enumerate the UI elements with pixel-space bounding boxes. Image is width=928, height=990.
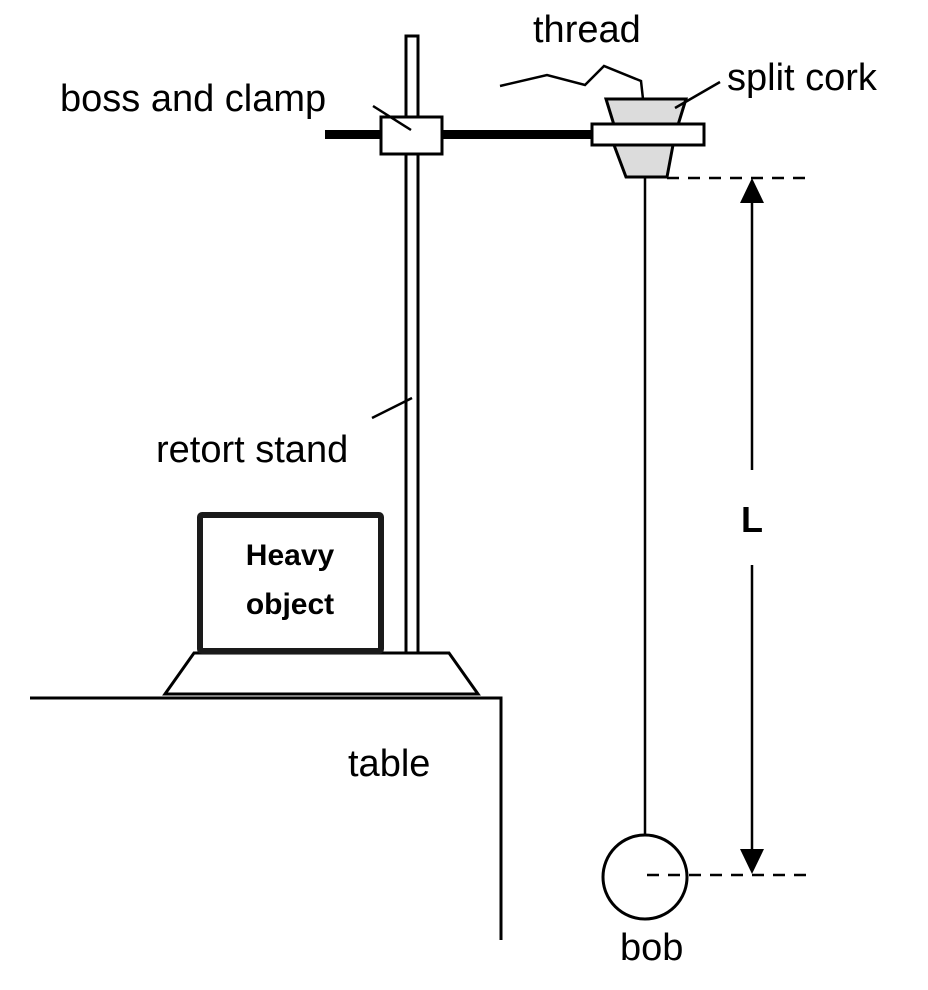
clamp-bar <box>325 130 595 139</box>
heavy-object-label-line2: object <box>246 588 334 621</box>
heavy-object-label-line1: Heavy <box>246 539 335 572</box>
heavy-object <box>197 512 384 654</box>
retort-stand-label: retort stand <box>156 429 348 471</box>
boss-leader-line <box>372 104 412 132</box>
bob-label: bob <box>620 927 683 969</box>
arrowhead-down-icon <box>740 849 764 874</box>
split-cork-upper <box>603 97 689 127</box>
table-label: table <box>348 743 430 785</box>
boss-clamp <box>379 115 444 156</box>
bob <box>601 833 689 921</box>
retort-stand-base <box>162 651 481 696</box>
arrowhead-up-icon <box>740 178 764 203</box>
table-outline <box>30 696 503 940</box>
clamp-jaw <box>590 122 706 147</box>
thread-loose-end <box>499 64 645 100</box>
thread-label: thread <box>533 9 641 51</box>
boss-and-clamp-label: boss and clamp <box>60 78 326 120</box>
split-cork-leader-line <box>674 80 721 110</box>
split-cork-lower <box>611 143 675 179</box>
retort-stand-leader-line <box>371 396 413 420</box>
split-cork-label: split cork <box>727 57 878 99</box>
length-label: L <box>741 499 763 540</box>
